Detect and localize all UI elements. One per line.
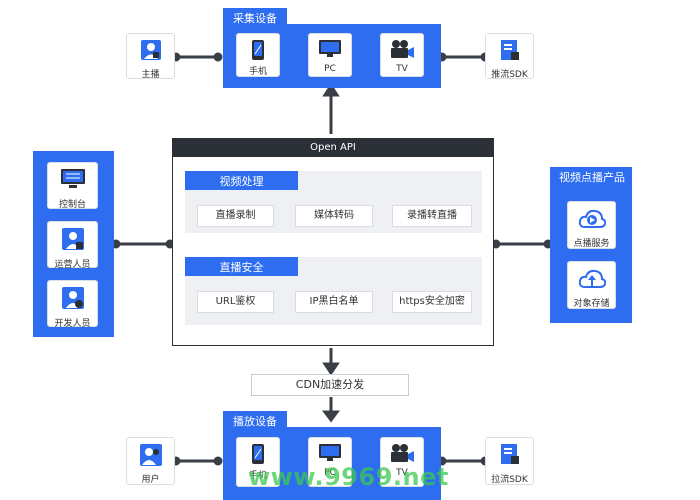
capture-tv-label: TV <box>396 64 408 74</box>
object-storage-label: 对象存储 <box>573 299 610 309</box>
sdk-document-icon <box>500 40 519 60</box>
arrow-down-playback <box>322 410 340 423</box>
capture-pc-label: PC <box>324 64 336 74</box>
cdn-distribution-box[interactable]: CDN加速分发 <box>251 374 409 396</box>
vod-service-label: 点播服务 <box>573 239 610 249</box>
storage-cloud-icon <box>578 269 606 288</box>
playback-devices-title: 播放设备 <box>223 411 287 431</box>
console-label: 控制台 <box>58 200 86 210</box>
url-auth-item[interactable]: URL鉴权 <box>197 291 274 313</box>
arrow-down-cdn <box>322 362 340 376</box>
broadcaster-label: 主播 <box>141 70 160 80</box>
arrow-up-capture <box>322 83 340 97</box>
ip-blacklist-item[interactable]: IP黑白名单 <box>295 291 373 313</box>
media-transcoding-item[interactable]: 媒体转码 <box>295 205 373 227</box>
user-label: 用户 <box>141 475 160 485</box>
open-api-box: Open API 视频处理 直播录制 媒体转码 录播转直播 直播安全 URL鉴权… <box>172 138 494 346</box>
open-api-title: Open API <box>173 139 493 157</box>
console-card[interactable]: 控制台 <box>47 162 98 210</box>
video-camera-icon <box>391 40 414 58</box>
playback-pc-label: PC <box>324 468 336 478</box>
push-sdk-label: 推流SDK <box>491 70 528 80</box>
watermark-text: www.9969.net <box>248 463 449 491</box>
play-cloud-icon <box>578 209 606 228</box>
phone-icon <box>252 444 264 464</box>
https-encryption-item[interactable]: https安全加密 <box>392 291 472 313</box>
anchor-person-icon <box>140 40 161 60</box>
video-processing-section: 视频处理 直播录制 媒体转码 录播转直播 <box>185 171 482 233</box>
operator-card[interactable]: 运营人员 <box>47 221 98 270</box>
playback-phone-label: 手机 <box>248 471 267 481</box>
playback-phone-card[interactable]: 手机 <box>236 437 280 487</box>
capture-phone-label: 手机 <box>248 67 267 77</box>
developer-person-icon <box>61 287 84 309</box>
pull-sdk-label: 拉流SDK <box>491 475 528 485</box>
developer-card[interactable]: 开发人员 <box>47 280 98 329</box>
operator-label: 运营人员 <box>54 260 91 270</box>
vod-products-title: 视频点播产品 <box>559 171 625 184</box>
live-security-section: 直播安全 URL鉴权 IP黑白名单 https安全加密 <box>185 257 482 325</box>
sdk-document-icon <box>500 444 519 464</box>
monitor-icon <box>319 40 341 57</box>
operator-person-icon <box>61 228 84 250</box>
monitor-icon <box>319 444 341 461</box>
capture-pc-card[interactable]: PC <box>308 33 352 77</box>
console-monitor-icon <box>60 169 85 188</box>
capture-phone-card[interactable]: 手机 <box>236 33 280 77</box>
live-security-title: 直播安全 <box>185 257 298 276</box>
playback-pc-card[interactable]: PC <box>308 437 352 487</box>
capture-devices-title: 采集设备 <box>223 8 287 28</box>
video-camera-icon <box>391 444 414 462</box>
video-processing-title: 视频处理 <box>185 171 298 190</box>
object-storage-card[interactable]: 对象存储 <box>567 261 616 309</box>
phone-icon <box>252 40 264 60</box>
vod-service-card[interactable]: 点播服务 <box>567 201 616 249</box>
playback-tv-label: TV <box>396 468 408 478</box>
broadcaster-card[interactable]: 主播 <box>126 33 175 80</box>
vod-to-live-item[interactable]: 录播转直播 <box>392 205 472 227</box>
push-sdk-card[interactable]: 推流SDK <box>485 33 534 80</box>
live-recording-item[interactable]: 直播录制 <box>197 205 274 227</box>
capture-tv-card[interactable]: TV <box>380 33 424 77</box>
pull-sdk-card[interactable]: 拉流SDK <box>485 437 534 485</box>
user-card[interactable]: 用户 <box>126 437 175 485</box>
user-person-icon <box>139 444 162 466</box>
developer-label: 开发人员 <box>54 319 91 329</box>
playback-tv-card[interactable]: TV <box>380 437 424 487</box>
